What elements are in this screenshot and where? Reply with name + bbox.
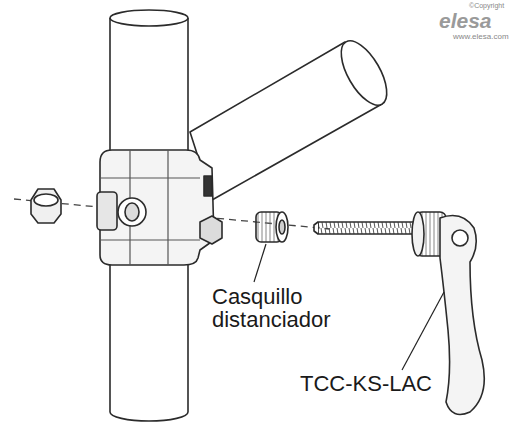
leader-line	[402, 292, 444, 370]
hex-nut	[31, 189, 61, 223]
hex-nut-face	[34, 194, 58, 206]
spacer-sleeve-bore	[279, 220, 285, 234]
clamp-mark	[204, 176, 212, 196]
clamp-bore-inner	[125, 203, 139, 221]
side-tube-end	[332, 34, 396, 112]
clamp-bolt-head	[200, 216, 222, 244]
website-note: www.elesa.com	[453, 33, 509, 41]
leader-line	[254, 244, 266, 282]
brand-logo: elesa	[439, 10, 509, 32]
copyright-note: ©Copyright	[469, 2, 509, 9]
clamp-slot	[97, 192, 117, 230]
part-label: Casquillo distanciador	[212, 285, 362, 331]
lever-knob-face	[412, 212, 424, 256]
vertical-tube-top	[110, 10, 188, 26]
threaded-bolt	[318, 222, 422, 234]
lever-pivot	[452, 230, 468, 246]
clamp-bore	[118, 198, 146, 226]
cam-lever	[440, 216, 484, 415]
part-label: TCC-KS-LAC	[300, 372, 450, 395]
spacer-sleeve-face	[276, 212, 288, 242]
bolt-tip	[314, 222, 318, 234]
